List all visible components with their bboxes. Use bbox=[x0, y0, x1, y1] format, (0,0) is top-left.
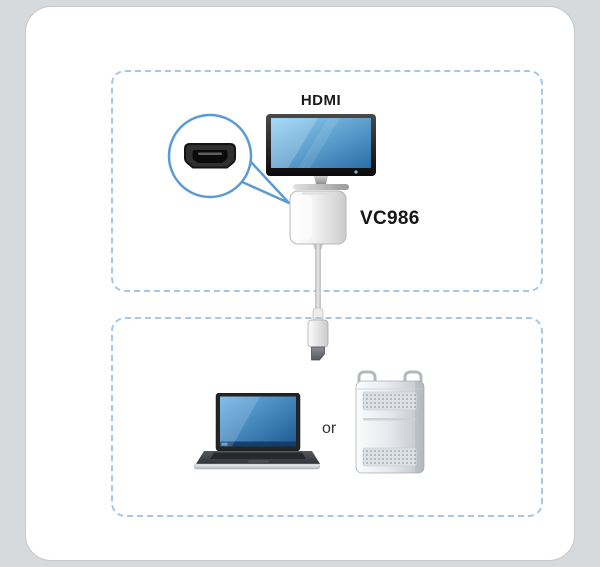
hdmi-port-magnifier-icon bbox=[167, 113, 291, 205]
hdmi-monitor-icon bbox=[266, 114, 376, 190]
laptop-icon bbox=[194, 393, 320, 470]
model-label: VC986 bbox=[360, 208, 420, 229]
vc986-adapter-icon bbox=[289, 190, 347, 250]
hdmi-label: HDMI bbox=[300, 92, 342, 109]
desktop-tower-icon bbox=[355, 370, 425, 474]
output-device-group bbox=[111, 70, 543, 292]
or-label: or bbox=[322, 420, 337, 437]
source-device-group bbox=[111, 317, 543, 517]
displayport-cable-icon bbox=[307, 244, 329, 361]
diagram-card: HDMI bbox=[25, 6, 575, 561]
